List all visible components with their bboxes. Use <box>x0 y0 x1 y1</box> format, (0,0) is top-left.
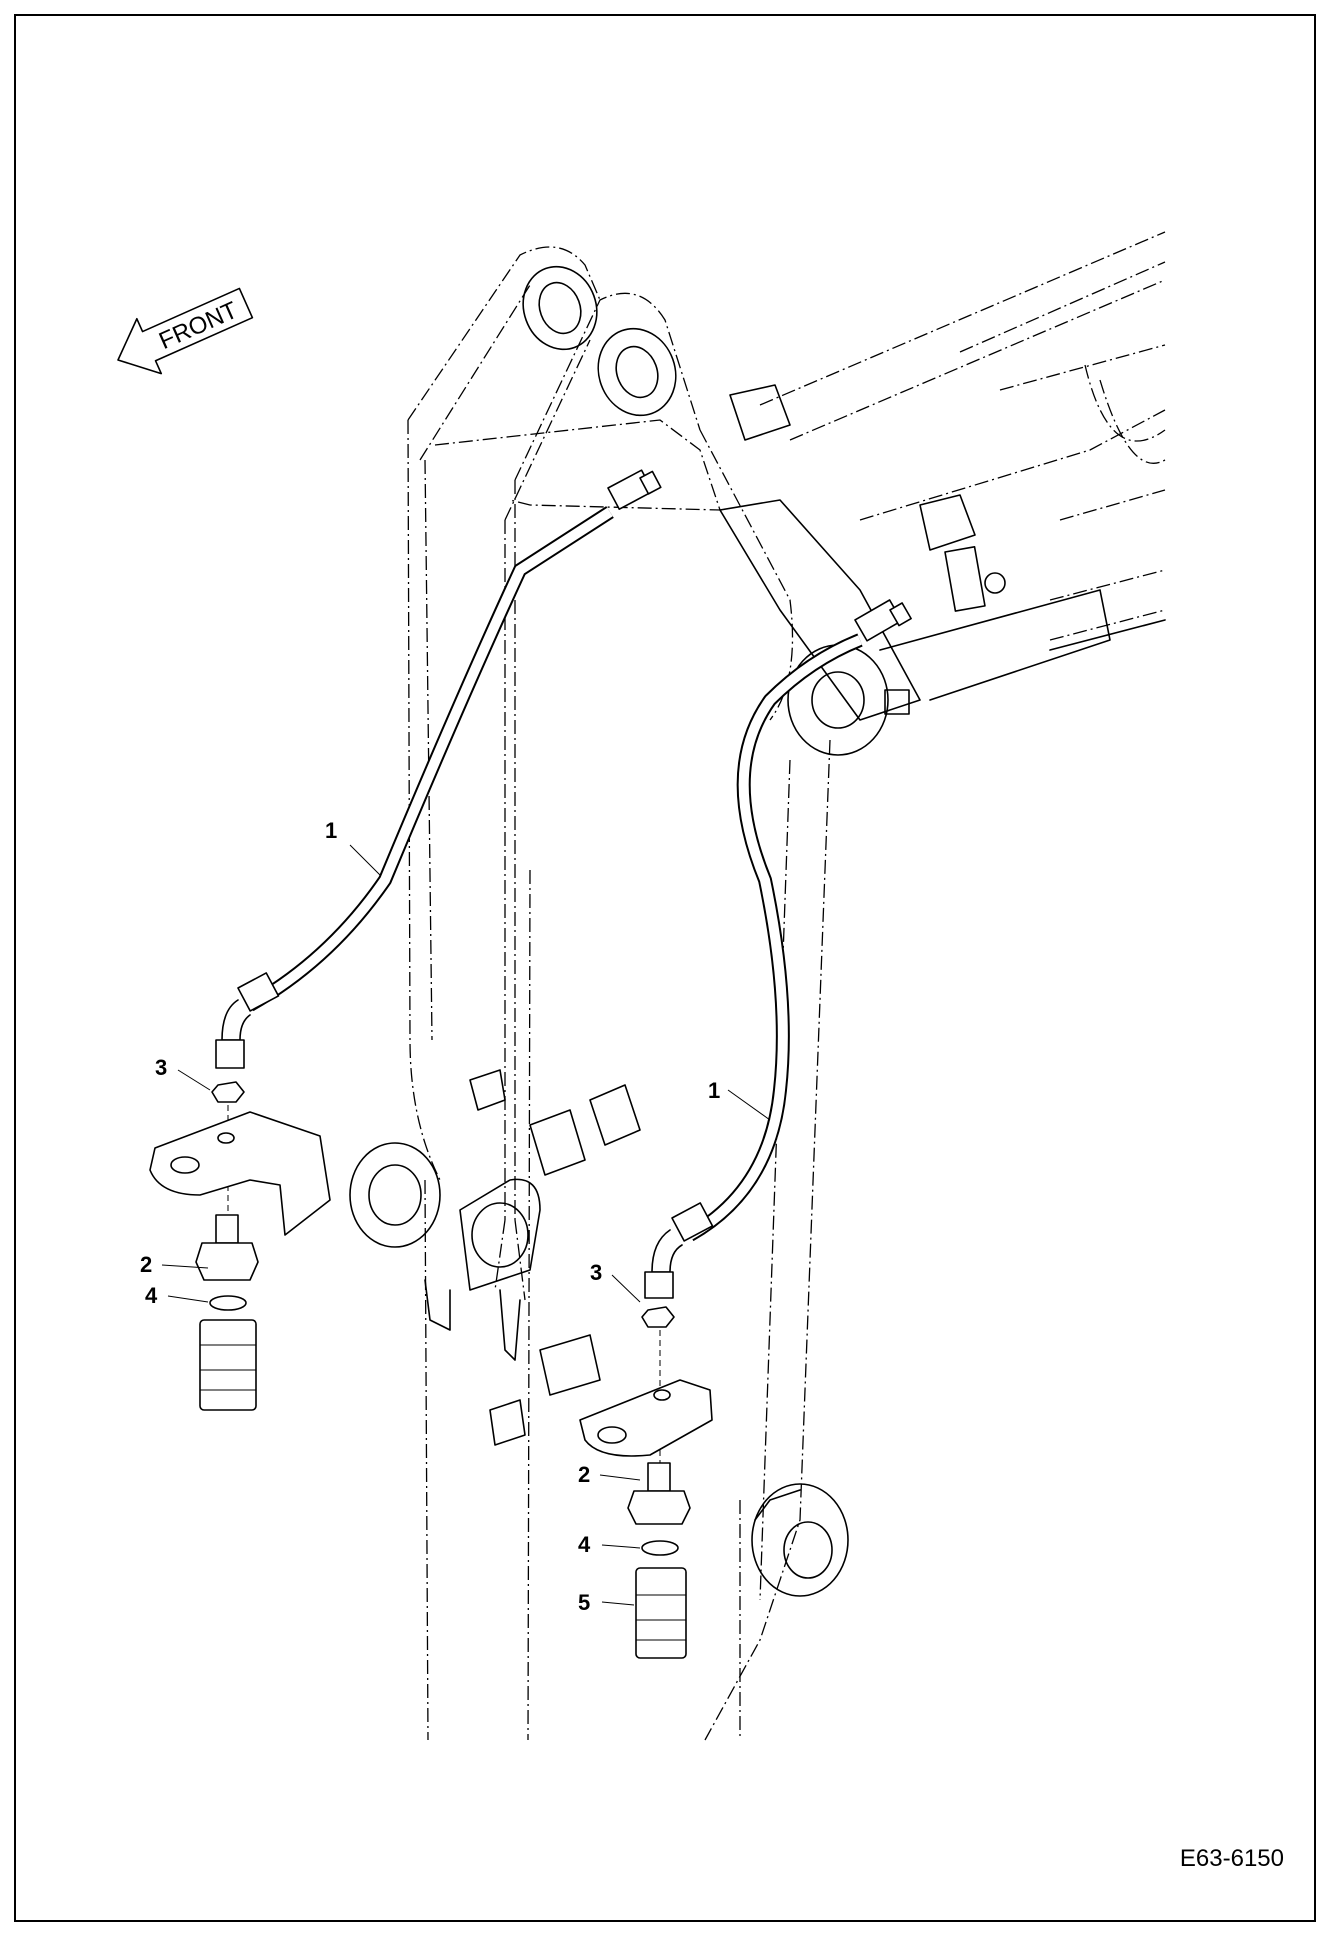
callout-oring-left: 4 <box>145 1283 158 1308</box>
hose-clamps <box>469 1069 641 1446</box>
callout-oring-right: 4 <box>578 1532 591 1557</box>
drawing-code: E63-6150 <box>1179 1845 1284 1872</box>
arm-bottom-pivot <box>349 1142 541 1361</box>
callout-fitting-left: 2 <box>140 1252 152 1277</box>
arm-bottom-right-boss <box>751 1483 849 1597</box>
fitting-stack-right <box>579 1306 713 1659</box>
hose-right <box>644 599 912 1299</box>
arm-left-plate <box>407 246 601 1741</box>
callout-nut-left: 3 <box>155 1055 167 1080</box>
arm-right-plate <box>494 292 831 1741</box>
front-direction-arrow: FRONT <box>117 287 254 375</box>
fitting-stack-left <box>149 1081 331 1411</box>
boom-phantom <box>759 231 1166 641</box>
front-label: FRONT <box>155 297 242 355</box>
callout-fitting-right: 2 <box>578 1462 590 1487</box>
callout-hose-left: 1 <box>325 818 337 843</box>
drawing-frame <box>14 14 1316 1922</box>
callout-nut-right: 3 <box>590 1260 602 1285</box>
callout-leaders <box>161 844 771 1606</box>
arm-top-crossplate <box>434 419 721 511</box>
callout-hose-right: 1 <box>708 1078 720 1103</box>
boom-arm-pivot <box>719 384 1166 756</box>
callout-coupler-right: 5 <box>578 1590 590 1615</box>
hose-left <box>215 469 662 1069</box>
